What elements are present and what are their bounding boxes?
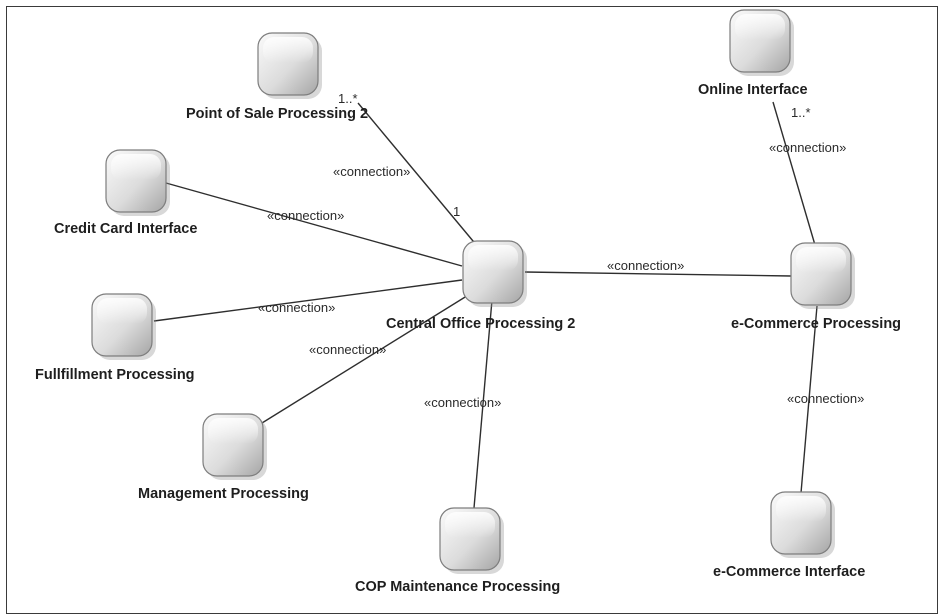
node-label-management-processing: Management Processing	[138, 486, 309, 502]
edge-label-point-of-sale: «connection»	[333, 164, 410, 179]
multiplicity-online-interface-source: 1..*	[791, 105, 811, 120]
node-highlight	[776, 496, 826, 522]
node-highlight	[263, 37, 313, 63]
node-credit-card-interface[interactable]	[105, 149, 170, 216]
node-highlight	[796, 247, 846, 273]
edge-label-online-interface: «connection»	[769, 140, 846, 155]
multiplicity-point-of-sale-source: 1..*	[338, 91, 358, 106]
node-highlight	[445, 512, 495, 538]
node-highlight	[208, 418, 258, 444]
node-label-e-commerce-interface: e-Commerce Interface	[713, 564, 865, 580]
edge-management-to-central-office[interactable]	[261, 293, 471, 424]
node-management-processing[interactable]	[202, 413, 267, 480]
edge-fullfillment-to-central-office[interactable]	[153, 279, 463, 322]
edge-label-fullfillment: «connection»	[258, 300, 335, 315]
edge-label-e-commerce-interface: «connection»	[787, 391, 864, 406]
edge-label-management: «connection»	[309, 342, 386, 357]
node-highlight	[468, 245, 518, 271]
node-central-office-processing-2[interactable]	[462, 240, 527, 307]
edge-label-cop-maintenance: «connection»	[424, 395, 501, 410]
edge-labels: «connection» 1..* 1 «connection» «connec…	[258, 91, 864, 410]
edge-online-interface-to-e-commerce[interactable]	[772, 101, 816, 246]
node-highlight	[735, 14, 785, 40]
edge-point-of-sale-to-central-office[interactable]	[357, 102, 479, 248]
node-cop-maintenance-processing[interactable]	[439, 507, 504, 574]
node-highlight	[111, 154, 161, 180]
node-label-point-of-sale-processing-2: Point of Sale Processing 2	[186, 106, 368, 122]
node-label-e-commerce-processing: e-Commerce Processing	[731, 316, 901, 332]
node-point-of-sale-processing-2[interactable]	[257, 32, 322, 99]
node-label-online-interface: Online Interface	[698, 82, 808, 98]
node-label-cop-maintenance-processing: COP Maintenance Processing	[355, 579, 560, 595]
multiplicity-point-of-sale-target: 1	[453, 204, 460, 219]
edge-credit-card-to-central-office[interactable]	[165, 182, 463, 267]
edge-cop-maintenance-to-central-office[interactable]	[473, 299, 493, 509]
node-online-interface[interactable]	[729, 9, 794, 76]
edge-e-commerce-interface-to-e-commerce[interactable]	[800, 305, 818, 494]
node-fullfillment-processing[interactable]	[91, 293, 156, 360]
node-label-fullfillment-processing: Fullfillment Processing	[35, 367, 195, 383]
edge-label-central-to-e-commerce: «connection»	[607, 258, 684, 273]
node-label-credit-card-interface: Credit Card Interface	[54, 221, 197, 237]
node-e-commerce-interface[interactable]	[770, 491, 835, 558]
node-highlight	[97, 298, 147, 324]
node-label-central-office-processing-2: Central Office Processing 2	[386, 316, 575, 332]
node-e-commerce-processing[interactable]	[790, 242, 855, 309]
edge-central-office-to-e-commerce[interactable]	[524, 271, 792, 277]
edges	[153, 101, 818, 509]
edge-label-credit-card: «connection»	[267, 208, 344, 223]
